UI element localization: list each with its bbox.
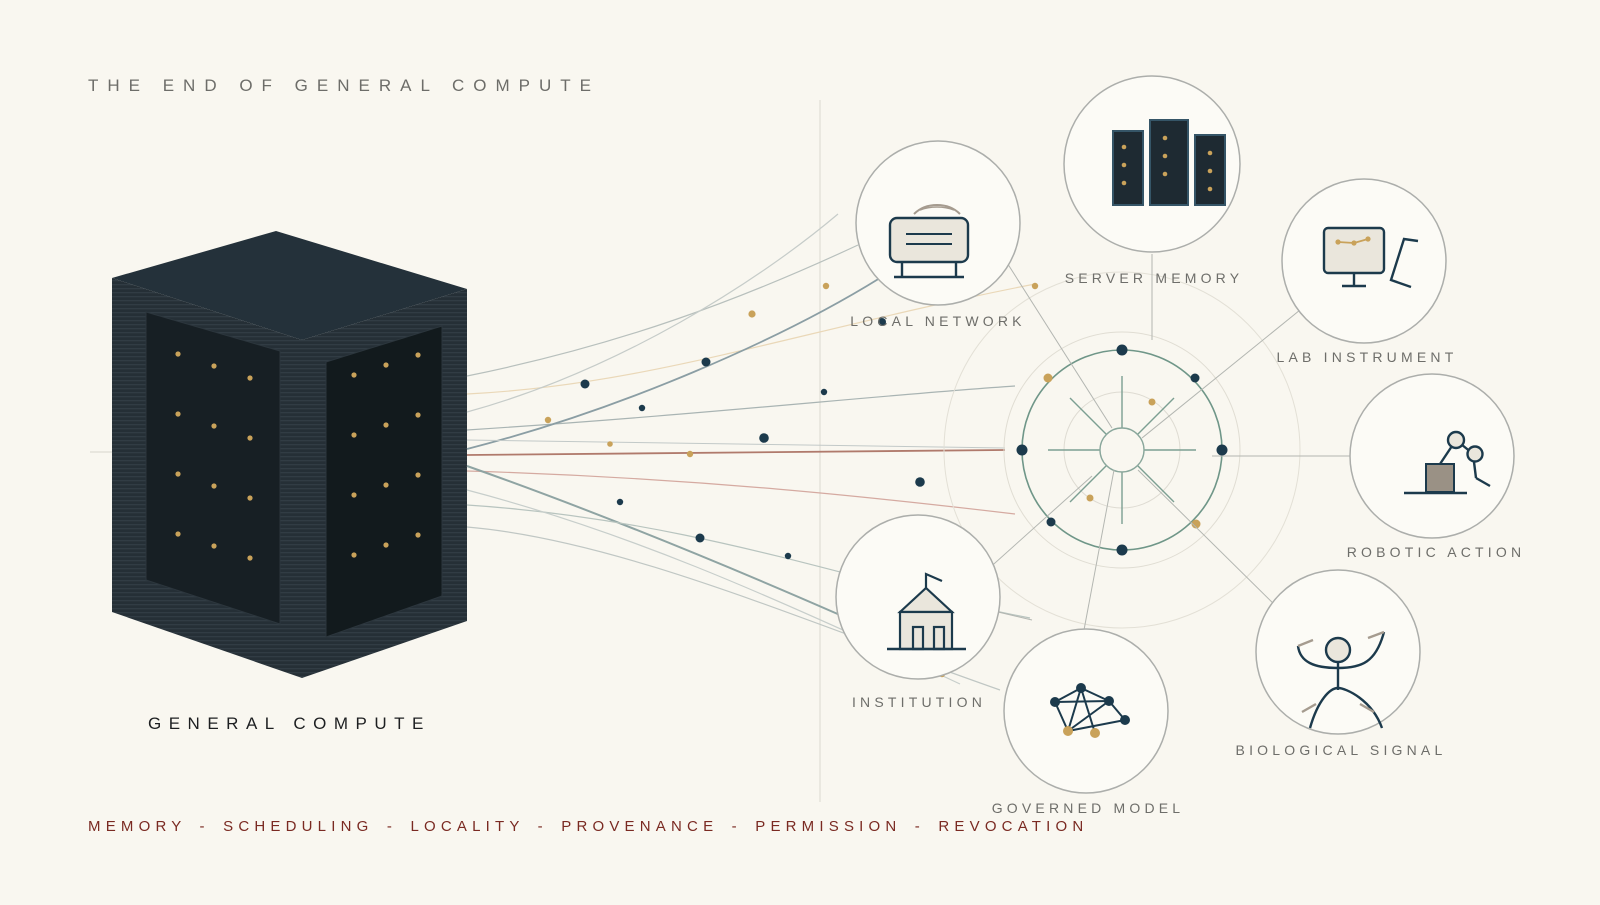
general-compute-cube — [112, 231, 467, 678]
router-icon — [888, 204, 970, 279]
label-server-memory: SERVER MEMORY — [1064, 270, 1244, 286]
network-graph-icon — [1050, 683, 1130, 738]
footer-item-locality: LOCALITY — [410, 818, 525, 835]
footer-item-revocation: REVOCATION — [938, 818, 1089, 835]
general-compute-label: GENERAL COMPUTE — [148, 714, 431, 733]
label-lab-instrument: LAB INSTRUMENT — [1276, 349, 1458, 365]
robot-arm-icon — [1404, 430, 1491, 495]
label-biological-signal: BIOLOGICAL SIGNAL — [1235, 742, 1447, 758]
node-lab-instrument — [1281, 178, 1447, 344]
node-governed-model — [1003, 628, 1169, 794]
human-figure-icon — [1296, 630, 1386, 729]
server-racks-icon — [1112, 119, 1226, 206]
page-title: THE END OF GENERAL COMPUTE — [88, 76, 601, 95]
node-biological-signal — [1255, 569, 1421, 735]
footer-item-provenance: PROVENANCE — [561, 818, 719, 835]
footer-separator: - — [731, 818, 742, 835]
node-robotic-action — [1349, 373, 1515, 539]
cube-lights — [175, 351, 421, 561]
footer-item-scheduling: SCHEDULING — [223, 818, 374, 835]
label-governed-model: GOVERNED MODEL — [991, 800, 1185, 816]
node-institution — [835, 514, 1001, 680]
flow-particles — [544, 282, 1039, 678]
node-server-memory — [1063, 75, 1241, 253]
footer-separator: - — [537, 818, 548, 835]
label-robotic-action: ROBOTIC ACTION — [1346, 544, 1526, 560]
footer-item-memory: MEMORY — [88, 818, 187, 835]
footer-separator: - — [199, 818, 210, 835]
footer-principles: MEMORY - SCHEDULING - LOCALITY - PROVENA… — [88, 818, 1088, 835]
central-hub — [943, 271, 1301, 629]
footer-separator: - — [386, 818, 398, 835]
footer-separator: - — [914, 818, 925, 835]
label-local-network: LOCAL NETWORK — [850, 313, 1026, 329]
label-institution: INSTITUTION — [851, 694, 987, 710]
hub-connectors — [975, 254, 1350, 631]
footer-item-permission: PERMISSION — [755, 818, 902, 835]
institution-building-icon — [887, 572, 966, 651]
node-local-network — [855, 140, 1021, 306]
lab-monitor-icon — [1322, 226, 1419, 289]
